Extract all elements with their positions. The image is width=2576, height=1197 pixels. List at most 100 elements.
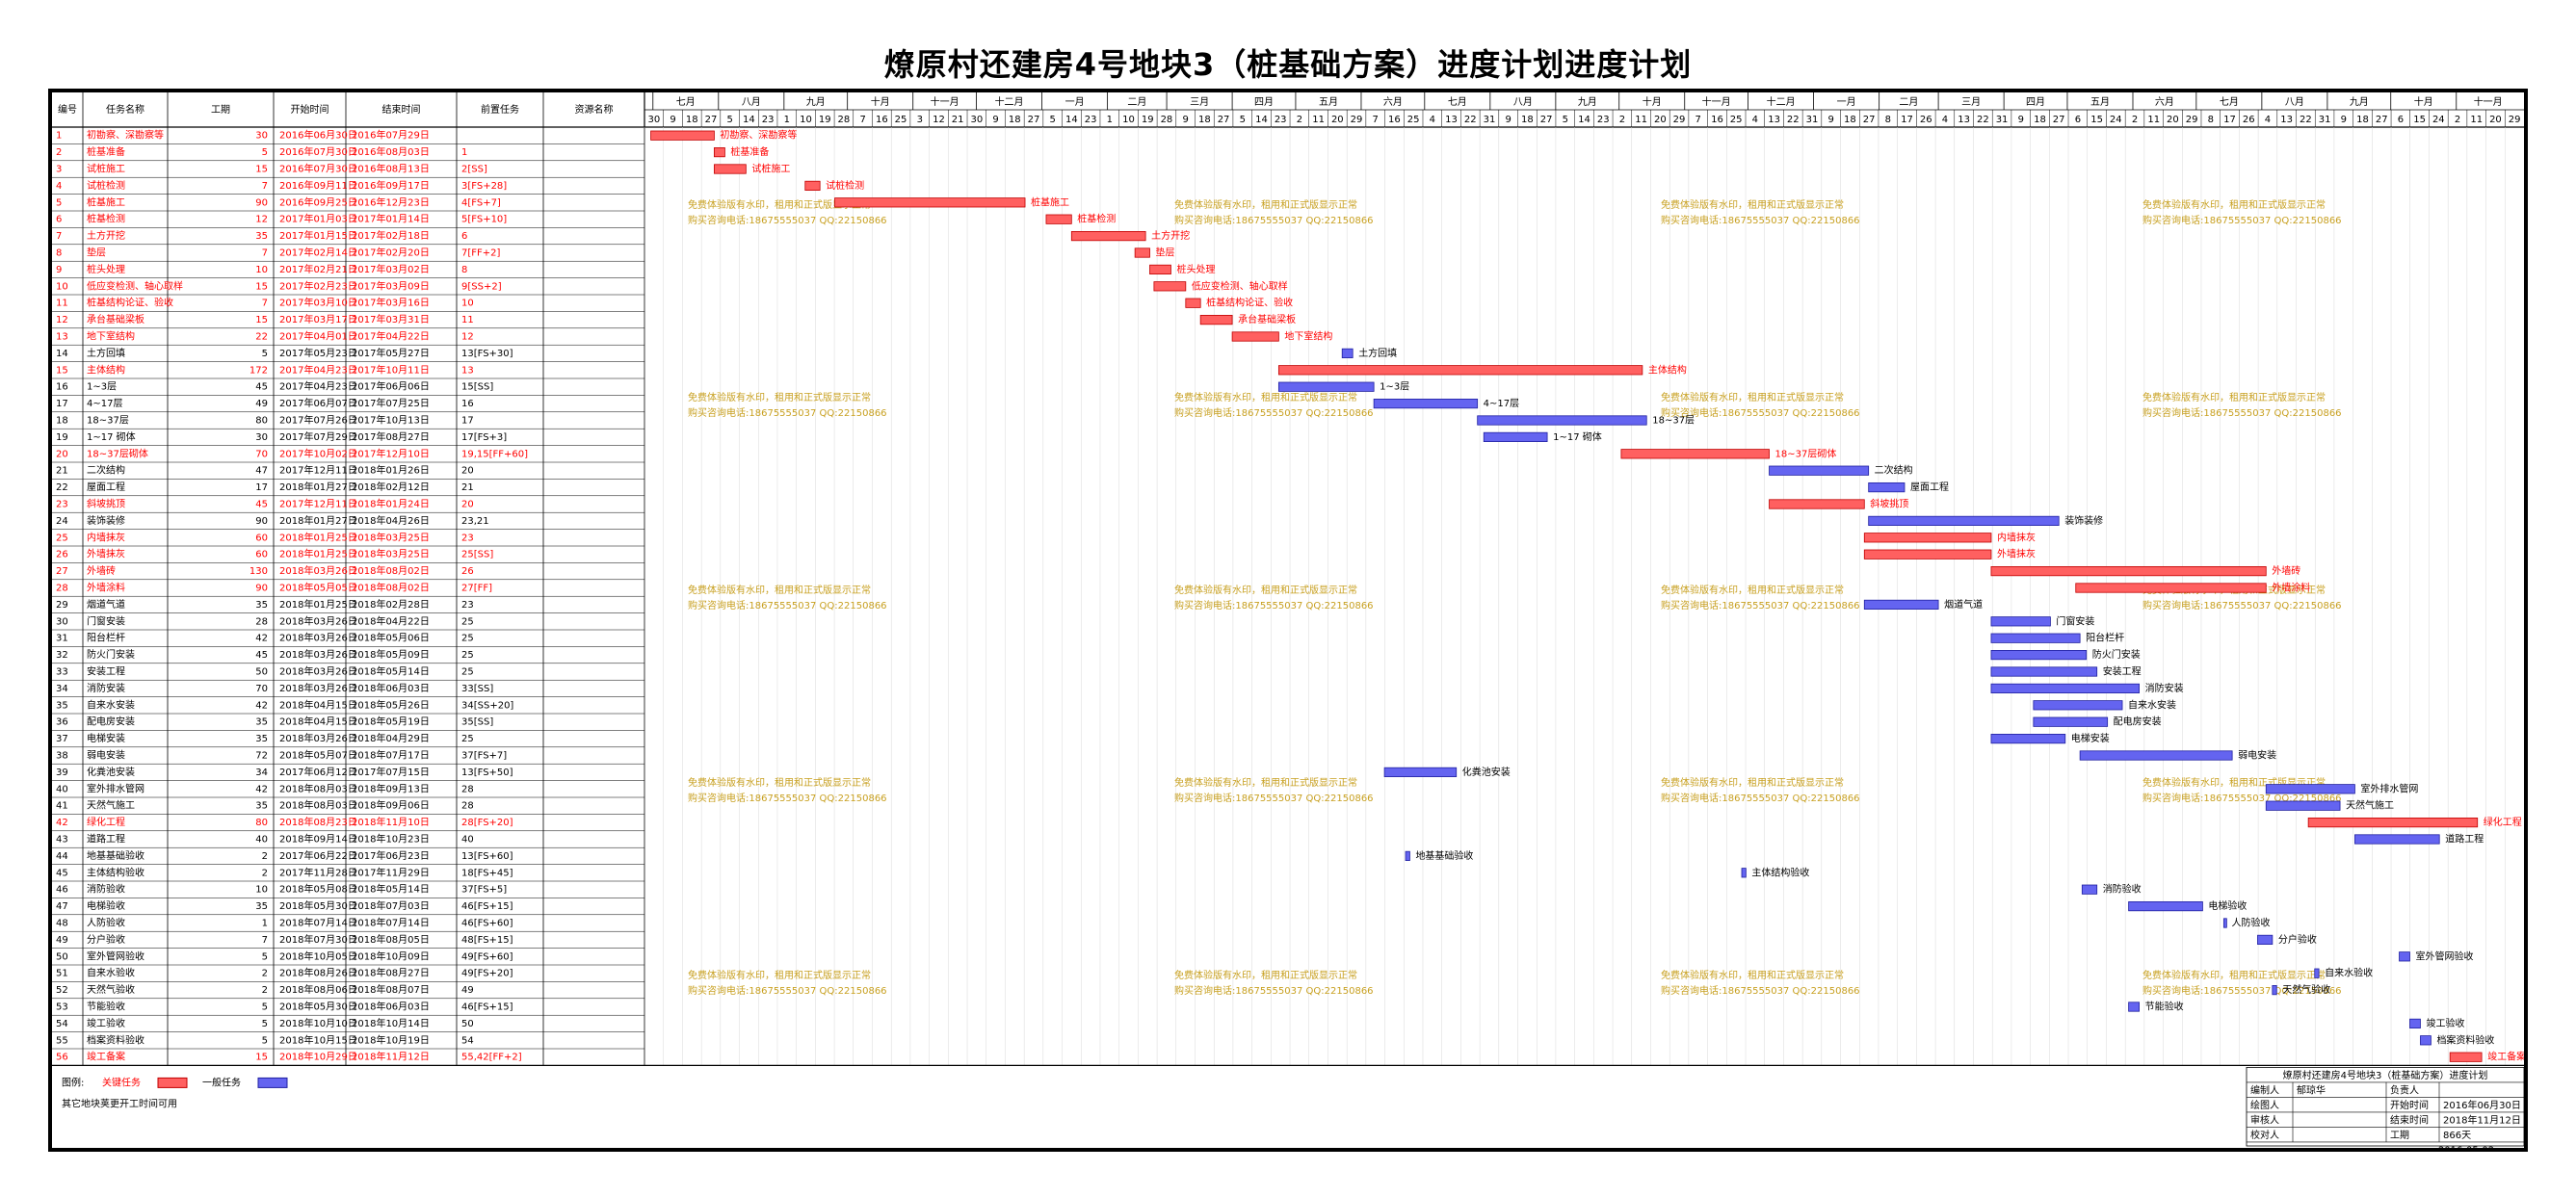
cell-duration: 42 (255, 700, 268, 711)
page-title: 燎原村还建房4号地块3（桩基础方案）进度计划进度计划 (883, 46, 1693, 83)
cell-predecessor: 20 (461, 500, 474, 510)
legend-critical-label: 关键任务 (102, 1076, 141, 1088)
day-label: 5 (1050, 115, 1056, 125)
cell-id: 24 (56, 516, 68, 527)
cell-end: 2017年06月23日 (352, 849, 430, 862)
cell-name: 竣工备案 (87, 1051, 125, 1063)
cell-start: 2018年01月25日 (279, 548, 357, 560)
cell-predecessor: 13[FS+50] (461, 768, 513, 778)
cell-name: 主体结构 (87, 363, 125, 376)
watermark-line2: 购买咨询电话:18675555037 QQ:22150866 (2142, 406, 2342, 419)
watermark-line1: 免费体验版有水印，租用和正式版显示正常 (688, 198, 871, 211)
month-label: 九月 (806, 96, 826, 108)
cell-start: 2017年04月01日 (279, 330, 357, 343)
day-label: 27 (1540, 115, 1553, 125)
watermark-line2: 购买咨询电话:18675555037 QQ:22150866 (2142, 214, 2342, 226)
watermark-line2: 购买咨询电话:18675555037 QQ:22150866 (1661, 599, 1860, 612)
cell-id: 14 (56, 349, 68, 359)
column-header: 编号 (58, 103, 77, 116)
day-label: 27 (705, 115, 718, 125)
legend-label: 图例: (62, 1076, 84, 1088)
day-label: 25 (895, 115, 907, 125)
gantt-bar (2265, 800, 2341, 811)
day-label: 20 (1654, 115, 1667, 125)
cell-predecessor: 13 (461, 365, 474, 376)
gantt-bar (1990, 565, 2267, 577)
cell-duration: 2 (262, 969, 268, 979)
cell-duration: 130 (250, 566, 268, 577)
cell-start: 2017年06月12日 (279, 766, 357, 778)
bar-label: 室外管网验收 (2415, 950, 2473, 962)
gantt-bar (1990, 633, 2081, 643)
cell-duration: 60 (255, 533, 268, 543)
day-label: 26 (2243, 115, 2255, 125)
day-label: 14 (1065, 115, 1078, 125)
cell-predecessor: 9[SS+2] (461, 281, 502, 292)
cell-predecessor: 13[FS+60] (461, 851, 513, 862)
cell-id: 53 (56, 1002, 68, 1013)
cell-predecessor: 23 (461, 533, 474, 543)
cell-duration: 47 (255, 466, 268, 477)
cell-predecessor: 8 (461, 265, 467, 275)
gantt-bar (1153, 281, 1187, 292)
gantt-bar (2033, 716, 2109, 727)
cell-name: 天然气验收 (87, 983, 135, 996)
watermark-line1: 免费体验版有水印，租用和正式版显示正常 (1174, 391, 1357, 403)
cell-name: 桩基施工 (87, 195, 125, 208)
cell-id: 21 (56, 466, 68, 477)
cell-duration: 10 (255, 265, 268, 275)
month-label: 七月 (676, 96, 696, 108)
bar-label: 桩基施工 (1031, 195, 1069, 208)
watermark-line1: 免费体验版有水印，租用和正式版显示正常 (1661, 776, 1844, 789)
watermark-line1: 免费体验版有水印，租用和正式版显示正常 (688, 969, 871, 981)
cell-end: 2017年08月27日 (352, 430, 430, 443)
day-label: 7 (1695, 115, 1701, 125)
cell-name: 桩基检测 (87, 213, 125, 225)
day-label: 5 (1563, 115, 1568, 125)
cell-start: 2018年09月14日 (279, 833, 357, 846)
titleblock-cell: 开始时间 (2390, 1099, 2429, 1111)
cell-predecessor: 16 (461, 399, 474, 409)
cell-duration: 1 (262, 919, 268, 929)
cell-name: 低应变检测、轴心取样 (87, 279, 183, 292)
cell-id: 41 (56, 801, 68, 812)
bar-label: 土方回填 (1358, 347, 1397, 359)
cell-duration: 5 (262, 1019, 268, 1029)
bar-label: 外墙砖 (2272, 564, 2300, 577)
gantt-bar (1277, 365, 1643, 376)
cell-name: 二次结构 (87, 464, 125, 477)
cell-end: 2018年05月09日 (352, 648, 430, 661)
cell-name: 试桩检测 (87, 179, 125, 192)
bar-label: 屋面工程 (1910, 481, 1949, 493)
watermark-line1: 免费体验版有水印，租用和正式版显示正常 (2142, 391, 2326, 403)
cell-duration: 7 (262, 299, 268, 309)
cell-name: 外墙涂料 (87, 582, 125, 594)
bar-label: 化粪池安装 (1462, 766, 1511, 778)
titleblock-border (2246, 1067, 2524, 1147)
day-label: 30 (647, 115, 660, 125)
month-label: 十一月 (931, 95, 959, 108)
titleblock-cell: 866天 (2443, 1131, 2471, 1141)
gantt-bar (1405, 850, 1410, 862)
cell-name: 安装工程 (87, 665, 125, 678)
gantt-bar (1741, 868, 1747, 878)
gantt-bar (1277, 381, 1375, 392)
bar-label: 防火门安装 (2092, 648, 2141, 661)
day-label: 7 (1373, 115, 1379, 125)
day-label: 2 (2455, 115, 2460, 125)
day-label: 24 (2110, 115, 2122, 125)
cell-id: 35 (56, 700, 68, 711)
cell-end: 2018年05月06日 (352, 632, 430, 644)
cell-start: 2017年06月07日 (279, 397, 357, 409)
day-label: 29 (1673, 115, 1686, 125)
watermark-line2: 购买咨询电话:18675555037 QQ:22150866 (1174, 214, 1374, 226)
cell-start: 2018年05月30日 (279, 899, 357, 912)
cell-predecessor: 4[FS+7] (461, 197, 501, 208)
cell-id: 51 (56, 969, 68, 979)
month-label: 七月 (2220, 96, 2239, 108)
month-label: 三月 (1961, 96, 1981, 108)
gantt-bar (1134, 247, 1150, 258)
cell-start: 2017年02月23日 (279, 279, 357, 292)
day-label: 13 (1768, 115, 1780, 125)
day-label: 30 (971, 115, 984, 125)
